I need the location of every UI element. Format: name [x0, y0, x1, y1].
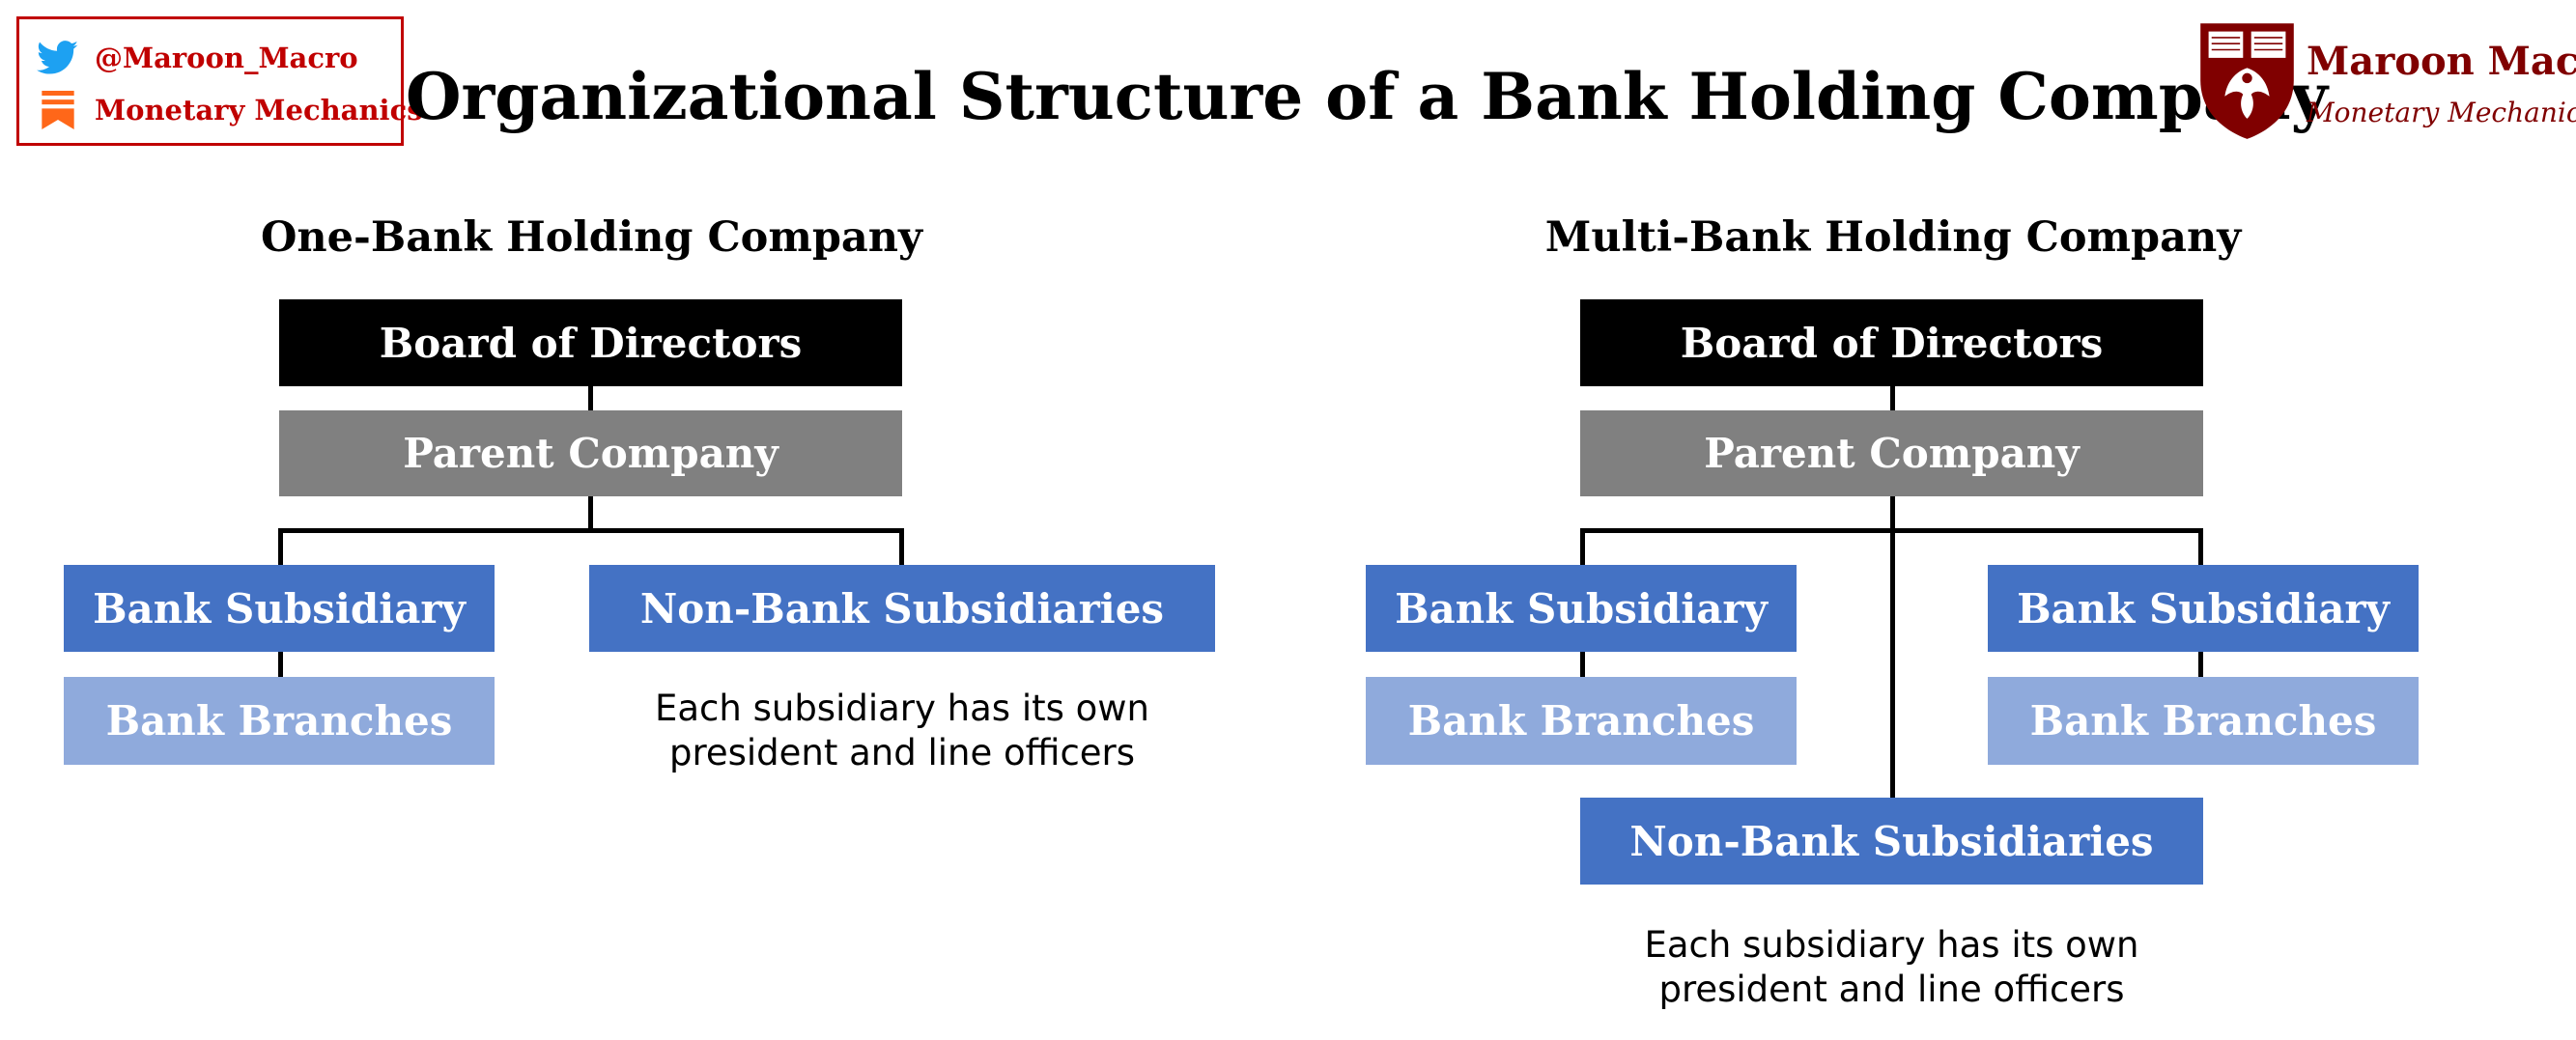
one-bank-heading: One-Bank Holding Company	[260, 213, 923, 262]
twitter-bird-icon	[37, 39, 79, 77]
substack-icon	[37, 91, 79, 129]
connector	[899, 528, 904, 565]
connector	[1580, 528, 1585, 565]
bank-branches-left-box: Bank Branches	[1366, 677, 1797, 765]
note-line: president and line officers	[668, 732, 1136, 773]
board-of-directors-box: Board of Directors	[1580, 299, 2203, 386]
connector	[588, 494, 593, 530]
parent-company-box: Parent Company	[279, 410, 902, 496]
bank-branches-box: Bank Branches	[64, 677, 495, 765]
non-bank-subsidiaries-box: Non-Bank Subsidiaries	[589, 565, 1215, 652]
brand-tagline: Monetary Mechanics	[2307, 97, 2576, 128]
newsletter-link[interactable]: Monetary Mechanics	[37, 91, 423, 129]
multi-bank-heading: Multi-Bank Holding Company	[1544, 213, 2242, 262]
non-bank-subsidiaries-box: Non-Bank Subsidiaries	[1580, 798, 2203, 885]
note-line: Each subsidiary has its own	[654, 688, 1150, 729]
connector	[278, 652, 283, 678]
bank-subsidiary-box: Bank Subsidiary	[64, 565, 495, 652]
subsidiary-note: Each subsidiary has its own president an…	[1580, 923, 2203, 1012]
board-of-directors-box: Board of Directors	[279, 299, 902, 386]
brand-logo: Maroon Macro Monetary Mechanics	[2193, 19, 2576, 145]
connector	[278, 528, 283, 565]
connector	[1580, 528, 2203, 533]
connector	[1890, 494, 1895, 800]
twitter-handle: @Maroon_Macro	[95, 42, 358, 74]
parent-company-box: Parent Company	[1580, 410, 2203, 496]
bank-subsidiary-left-box: Bank Subsidiary	[1366, 565, 1797, 652]
bank-subsidiary-right-box: Bank Subsidiary	[1988, 565, 2419, 652]
connector	[278, 528, 904, 533]
brand-name: Maroon Macro	[2307, 39, 2576, 84]
note-line: president and line officers	[1658, 969, 2125, 1010]
subsidiary-note: Each subsidiary has its own president an…	[589, 687, 1215, 775]
twitter-link[interactable]: @Maroon_Macro	[37, 39, 358, 77]
connector	[2198, 652, 2203, 678]
bank-branches-right-box: Bank Branches	[1988, 677, 2419, 765]
connector	[1580, 652, 1585, 678]
newsletter-name: Monetary Mechanics	[95, 94, 423, 126]
connector	[588, 384, 593, 411]
connector	[2198, 528, 2203, 565]
social-links-box: @Maroon_Macro Monetary Mechanics	[16, 16, 423, 146]
page-title: Organizational Structure of a Bank Holdi…	[406, 59, 2328, 134]
university-shield-icon	[2200, 23, 2294, 139]
note-line: Each subsidiary has its own	[1644, 924, 2139, 966]
connector	[1890, 384, 1895, 411]
